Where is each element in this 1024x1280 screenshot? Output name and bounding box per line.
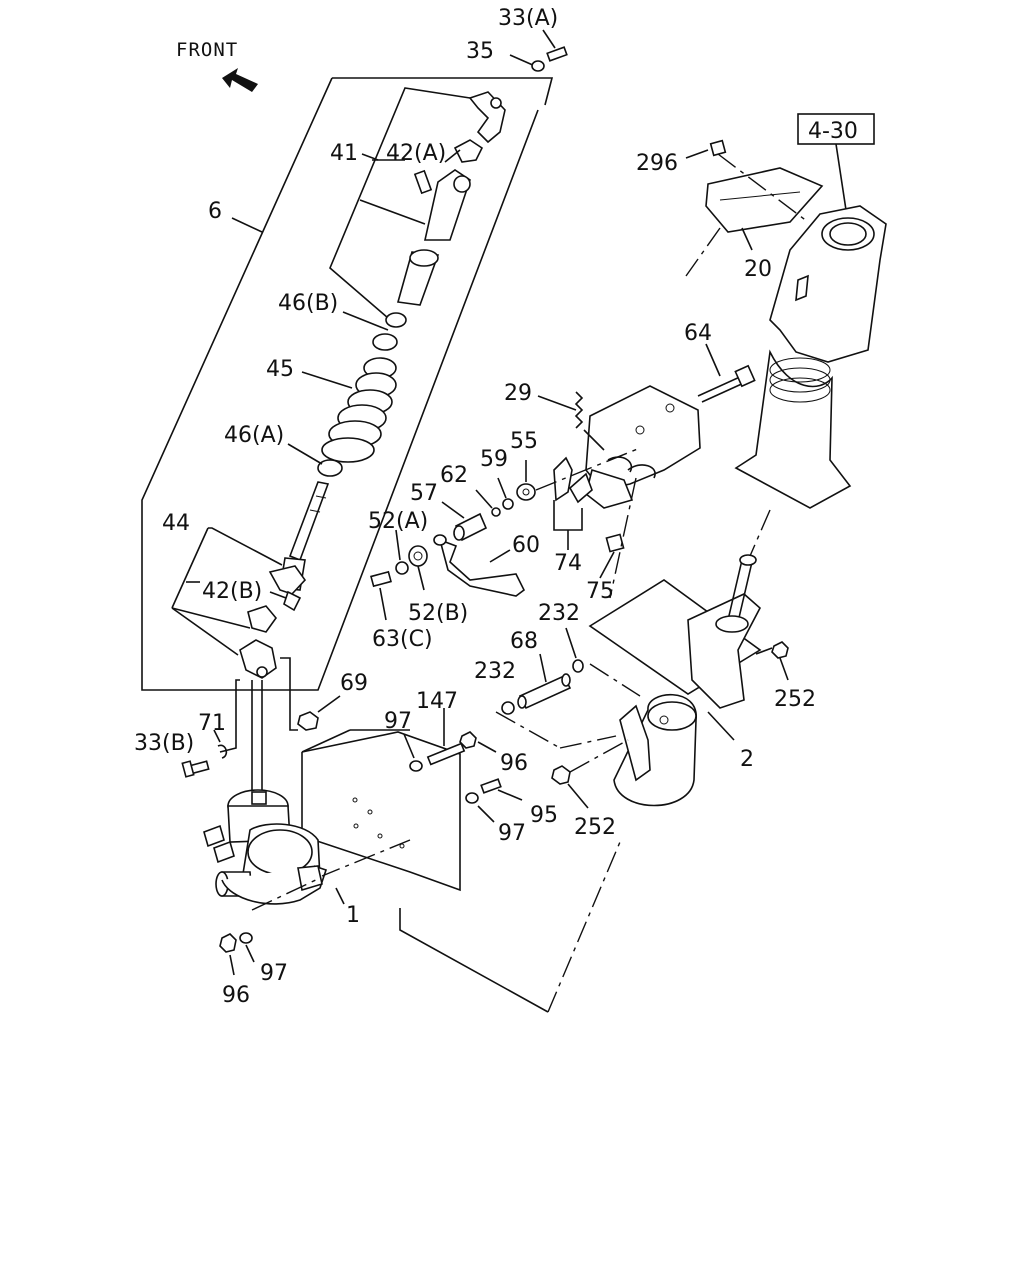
callout-44: 44 — [162, 511, 190, 536]
callout-42b: 42(B) — [202, 579, 262, 604]
callout-147: 147 — [416, 689, 458, 714]
screw-29-part — [574, 391, 584, 429]
callout-labels: 33(A) 35 41 42(A) 6 46(B) 45 46(A) 44 42… — [134, 6, 816, 1008]
callout-45: 45 — [266, 357, 294, 382]
pin-68-part — [517, 673, 572, 710]
front-direction-label: FRONT — [176, 39, 238, 61]
washer-97-lower-part — [239, 932, 253, 944]
callout-96-upper: 96 — [500, 751, 528, 776]
callout-41: 41 — [330, 141, 358, 166]
lead-lines-left — [171, 29, 556, 656]
stud-147-part — [426, 742, 466, 766]
bracket-plate-part — [585, 385, 701, 509]
callout-59: 59 — [480, 447, 508, 472]
callout-1: 1 — [346, 903, 360, 928]
ring-46b-part — [372, 312, 407, 351]
bolt-95-part — [480, 778, 502, 794]
bolt-75-part — [605, 533, 625, 553]
callout-6: 6 — [208, 199, 222, 224]
callout-35: 35 — [466, 39, 494, 64]
lead-lines-frame — [335, 708, 523, 905]
callout-33b: 33(B) — [134, 731, 194, 756]
callout-29: 29 — [504, 381, 532, 406]
callout-52a: 52(A) — [368, 509, 428, 534]
nut-252-lower-part — [551, 765, 571, 785]
assembly-6-outline — [141, 77, 554, 691]
connector-shaft — [219, 657, 298, 790]
callout-52b: 52(B) — [408, 601, 468, 626]
callout-68: 68 — [510, 629, 538, 654]
ref-box-4-30: 4-30 — [797, 113, 875, 211]
callout-63c: 63(C) — [372, 627, 433, 652]
steering-gearbox-1-part — [203, 789, 328, 905]
callout-42a: 42(A) — [386, 141, 446, 166]
bolt-64-part — [697, 364, 756, 403]
washer-232-lower-part — [501, 701, 515, 715]
callout-57: 57 — [410, 481, 438, 506]
callout-252-right: 252 — [774, 687, 816, 712]
upper-yoke-part — [468, 91, 506, 144]
bolt-33b-part — [181, 760, 210, 778]
callout-71: 71 — [198, 711, 226, 736]
callout-296: 296 — [636, 151, 678, 176]
column-boot-part — [734, 349, 852, 509]
column-cover-20-part — [705, 167, 824, 233]
callout-74: 74 — [554, 551, 582, 576]
callout-232-lower: 232 — [474, 659, 516, 684]
front-arrow-icon — [222, 68, 258, 92]
washer-97-upper-part — [409, 760, 423, 772]
callout-95: 95 — [530, 803, 558, 828]
callout-46b: 46(B) — [278, 291, 338, 316]
callout-97-upper: 97 — [384, 709, 412, 734]
washer-55-part — [516, 483, 536, 501]
callout-33a: 33(A) — [498, 6, 558, 31]
callout-75: 75 — [586, 579, 614, 604]
callout-69: 69 — [340, 671, 368, 696]
washer-59-part — [502, 498, 514, 510]
bolt-63c-part — [370, 570, 392, 588]
washer-232-upper-part — [572, 659, 584, 673]
lever-60-part — [408, 534, 526, 597]
callout-55: 55 — [510, 429, 538, 454]
callout-96-lower: 96 — [222, 983, 250, 1008]
washer-52a-part — [395, 561, 409, 575]
nut-252-right-part — [771, 641, 789, 659]
screw-296-part — [709, 139, 727, 157]
callout-62: 62 — [440, 463, 468, 488]
lower-yoke-part — [268, 565, 307, 595]
upper-column-housing-part — [769, 205, 887, 363]
callout-97-mid: 97 — [498, 821, 526, 846]
washer-97-mid-part — [465, 792, 479, 804]
shaft-41-part — [396, 169, 471, 306]
callout-20: 20 — [744, 257, 772, 282]
nut-96-upper-part — [459, 731, 477, 749]
callout-232-upper: 232 — [538, 601, 580, 626]
ring-46a-part — [317, 459, 343, 477]
spring-62-part — [491, 507, 501, 517]
cross-joint-42a-part — [453, 139, 484, 163]
pin-57-part — [453, 512, 488, 542]
callout-2: 2 — [740, 747, 754, 772]
gearbox-yoke-part — [239, 639, 277, 679]
bolt-33a-part — [531, 46, 568, 72]
cross-joint-42b-part — [247, 590, 302, 633]
bolt-42a-part — [413, 169, 433, 195]
column-lower-2-part — [588, 554, 762, 807]
callout-60: 60 — [512, 533, 540, 558]
callout-64: 64 — [684, 321, 712, 346]
frame-member-part — [301, 729, 461, 892]
callout-97-lower: 97 — [260, 961, 288, 986]
ref-box-label: 4-30 — [808, 119, 858, 144]
callout-46a: 46(A) — [224, 423, 284, 448]
clip-71-part — [217, 744, 228, 759]
callout-252-lower: 252 — [574, 815, 616, 840]
nut-96-lower-part — [219, 933, 237, 953]
boot-45-part — [321, 357, 397, 463]
nut-69-part — [297, 711, 319, 731]
